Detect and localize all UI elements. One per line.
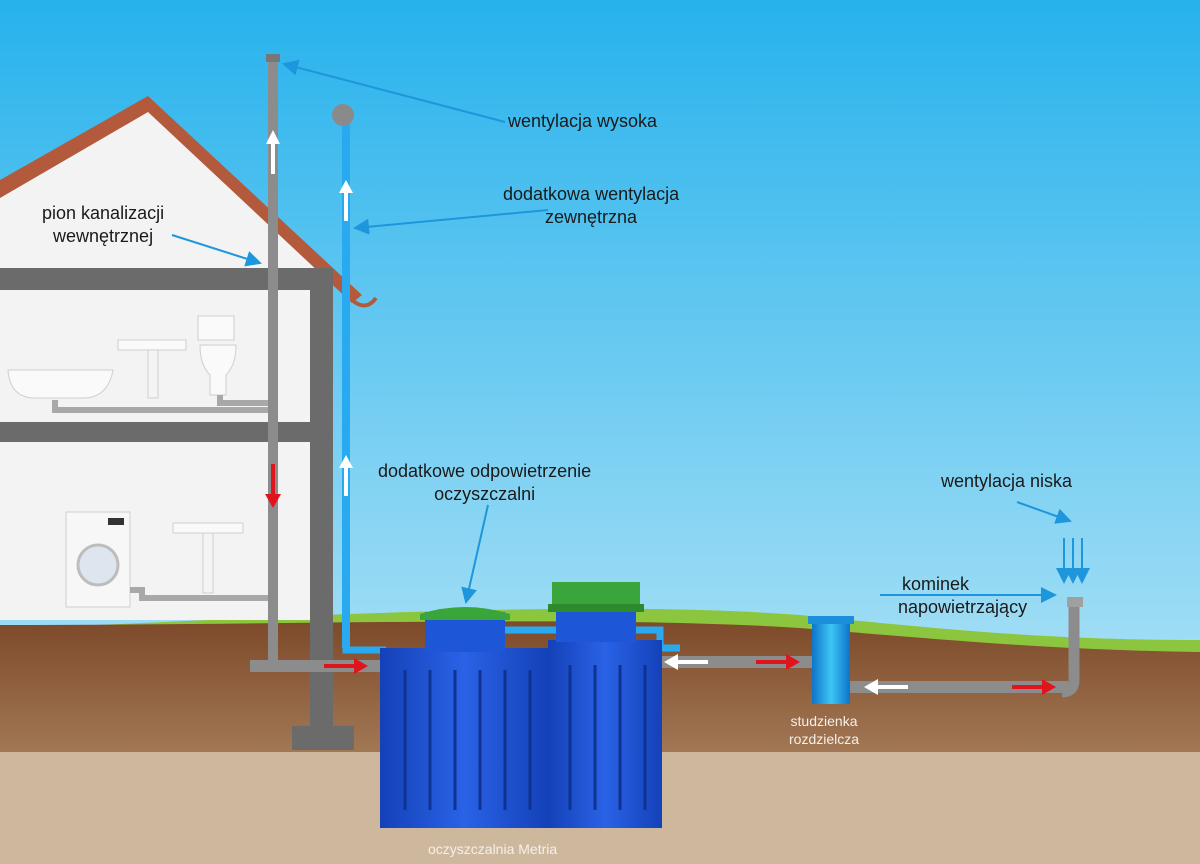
foundation bbox=[292, 726, 354, 750]
infiltration-pipe bbox=[848, 681, 1068, 693]
house-wall bbox=[310, 268, 333, 730]
bathroom-fixtures bbox=[7, 315, 272, 608]
outlet-pipe bbox=[660, 656, 815, 668]
label-riser-line1: pion kanalizacji bbox=[42, 203, 165, 223]
arrow-up-vent-2 bbox=[339, 455, 353, 496]
label-riser: pion kanalizacji wewnętrznej bbox=[42, 202, 164, 248]
label-plant-vent-line1: dodatkowe odpowietrzenie bbox=[378, 461, 592, 481]
air-intake-arrows bbox=[1056, 538, 1090, 584]
high-vent-cap bbox=[266, 54, 280, 62]
upper-floor-slab bbox=[0, 268, 333, 290]
inlet-pipe bbox=[250, 660, 385, 672]
lid-right bbox=[552, 582, 640, 606]
leader-lines bbox=[171, 59, 1072, 604]
sink-lower bbox=[172, 522, 244, 534]
external-vent-pipe bbox=[342, 118, 350, 648]
middle-floor-slab bbox=[0, 422, 333, 442]
toilet bbox=[197, 315, 235, 341]
label-plant-vent-line2: oczyszczalni bbox=[434, 484, 536, 504]
chimney-elbow bbox=[1061, 600, 1080, 698]
label-extra-vent: dodatkowa wentylacja zewnętrzna bbox=[503, 183, 679, 229]
internal-riser-pipe bbox=[268, 58, 278, 668]
lid-left bbox=[420, 607, 510, 620]
flow-arrows bbox=[265, 130, 1090, 695]
label-low-vent: wentylacja niska bbox=[941, 471, 1073, 491]
arrow-red-inlet bbox=[324, 658, 368, 674]
arrow-white-outlet bbox=[664, 654, 708, 670]
distribution-well bbox=[808, 616, 854, 704]
treatment-plant bbox=[380, 582, 662, 828]
label-high-vent: wentylacja wysoka bbox=[508, 111, 658, 131]
label-plant: oczyszczalnia Metria bbox=[428, 841, 558, 857]
sink-upper bbox=[117, 339, 187, 351]
aeration-chimney bbox=[1067, 597, 1083, 607]
label-well: studzienka rozdzielcza bbox=[789, 712, 859, 748]
arrow-up-vent-1 bbox=[339, 180, 353, 221]
label-extra-vent-line1: dodatkowa wentylacja bbox=[503, 184, 680, 204]
arrow-red-outlet bbox=[756, 654, 800, 670]
roof bbox=[0, 96, 362, 303]
label-chimney-line1: kominek bbox=[902, 574, 970, 594]
label-chimney: kominek napowietrzający bbox=[898, 573, 1027, 619]
label-riser-line2: wewnętrznej bbox=[53, 226, 154, 246]
label-well-line2: rozdzielcza bbox=[789, 731, 860, 747]
house bbox=[0, 96, 378, 750]
arrow-up-riser bbox=[266, 130, 280, 174]
label-well-line1: studzienka bbox=[790, 713, 858, 729]
label-chimney-line2: napowietrzający bbox=[898, 597, 1028, 617]
bathtub bbox=[7, 369, 114, 399]
arrow-down-riser bbox=[265, 464, 281, 508]
vent-cap bbox=[332, 104, 354, 126]
label-plant-vent: dodatkowe odpowietrzenie oczyszczalni bbox=[378, 460, 591, 506]
label-extra-vent-line2: zewnętrzna bbox=[545, 207, 638, 227]
arrow-red-infiltration bbox=[1012, 679, 1056, 695]
gutter bbox=[350, 296, 378, 308]
arrow-white-infiltration bbox=[864, 679, 908, 695]
